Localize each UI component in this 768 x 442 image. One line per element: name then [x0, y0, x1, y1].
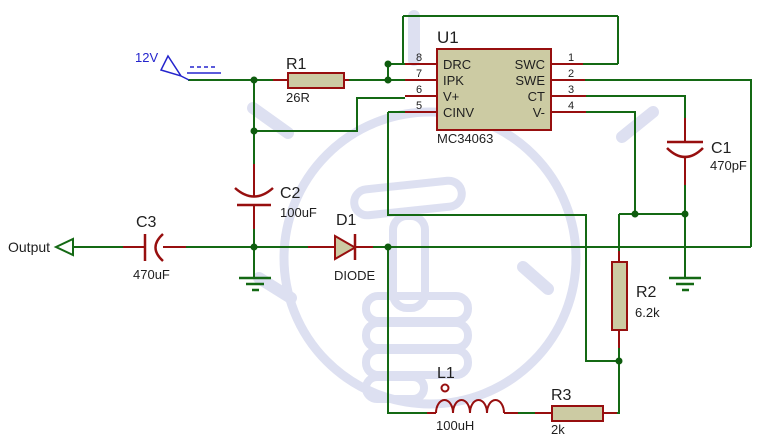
c3-plate-curved[interactable]: [154, 233, 164, 262]
wire-swc-drc-loop[interactable]: [388, 15, 619, 65]
power-terminal-12v[interactable]: 12V: [135, 50, 221, 81]
c2-plate-curved[interactable]: [234, 187, 274, 198]
diode-d1[interactable]: D1 DIODE: [308, 212, 376, 283]
resistor-r3[interactable]: R3 2k: [535, 387, 617, 437]
c1-refdes: C1: [711, 140, 732, 157]
u1-pin7-name: IPK: [443, 73, 464, 88]
resistor-r2[interactable]: R2 6.2k: [611, 251, 660, 348]
u1-part-number: MC34063: [437, 131, 493, 146]
u1-pin6-name: V+: [443, 89, 459, 104]
junction-dot: [631, 210, 639, 218]
wire-swe-route[interactable]: [585, 79, 752, 247]
watermark-ray-left: [253, 272, 297, 304]
ground-symbol-left[interactable]: [239, 276, 271, 292]
capacitor-c3[interactable]: C3 470uF: [123, 214, 186, 282]
ground-left-bars[interactable]: [239, 276, 271, 292]
watermark-ray-upper-left: [247, 102, 294, 139]
r1-value: 26R: [286, 90, 310, 105]
u1-pin2-name: SWE: [515, 73, 545, 88]
l1-value: 100uH: [436, 418, 474, 433]
u1-body[interactable]: [436, 48, 552, 131]
output-arrow-icon[interactable]: [53, 237, 74, 257]
r3-refdes: R3: [551, 387, 572, 404]
resistor-r1[interactable]: R1 26R: [273, 56, 349, 105]
wire-ct-route[interactable]: [586, 95, 686, 118]
r1-refdes: R1: [286, 56, 307, 73]
c2-refdes: C2: [280, 185, 301, 202]
l1-polarity-dot: [440, 383, 450, 393]
r3-value: 2k: [551, 422, 565, 437]
c1-plate-curved[interactable]: [666, 147, 704, 159]
capacitor-c2[interactable]: C2 100uF: [234, 164, 317, 229]
r1-body[interactable]: [287, 72, 345, 89]
u1-pin3-number: 3: [568, 84, 574, 96]
c3-refdes: C3: [136, 214, 157, 231]
u1-pin5-name: CINV: [443, 105, 474, 120]
junction-dot: [250, 243, 258, 251]
junction-dot: [250, 127, 258, 135]
junction-dot: [681, 210, 689, 218]
junction-dot: [384, 243, 392, 251]
u1-pin3-name: CT: [528, 89, 545, 104]
d1-value: DIODE: [334, 268, 376, 283]
junction-dots: [250, 60, 689, 365]
wire-vplus-route[interactable]: [254, 97, 405, 132]
watermark-coil-2: [362, 319, 472, 352]
wire-l1-branch[interactable]: [387, 247, 620, 414]
wire-vminus-route[interactable]: [586, 111, 636, 214]
l1-refdes: L1: [437, 365, 455, 382]
wires: [73, 15, 752, 414]
l1-coils[interactable]: [435, 399, 505, 414]
ic-u1[interactable]: U1 MC34063 8 7 6 5 DRC IPK V+ CINV 1 2 3…: [405, 28, 586, 146]
r3-body[interactable]: [551, 405, 604, 422]
output-label: Output: [8, 239, 50, 255]
output-terminal[interactable]: Output: [8, 237, 74, 257]
u1-pin1-name: SWC: [515, 57, 545, 72]
u1-pin8-name: DRC: [443, 57, 471, 72]
u1-refdes: U1: [437, 28, 459, 47]
u1-right-pin-stubs[interactable]: [551, 63, 586, 113]
watermark-ray-right: [517, 261, 554, 295]
u1-pin2-number: 2: [568, 68, 574, 80]
inductor-l1[interactable]: L1 100uH: [427, 365, 518, 433]
ground-right-bars[interactable]: [669, 276, 701, 292]
watermark-coil-4: [362, 373, 428, 403]
junction-dot: [615, 357, 623, 365]
r2-body[interactable]: [611, 261, 628, 331]
r2-refdes: R2: [636, 284, 657, 301]
watermark-filament-bar: [350, 176, 466, 220]
u1-pin7-number: 7: [416, 68, 422, 80]
r2-value: 6.2k: [635, 305, 660, 320]
d1-triangle[interactable]: [334, 234, 358, 261]
watermark-bulb-circle: [279, 107, 581, 409]
u1-pin4-number: 4: [568, 100, 574, 112]
u1-pin5-number: 5: [416, 100, 422, 112]
u1-pin6-number: 6: [416, 84, 422, 96]
u1-pin4-name: V-: [533, 105, 545, 120]
ground-symbol-right[interactable]: [669, 276, 701, 292]
c2-value: 100uF: [280, 205, 317, 220]
wire-cinv-feedback[interactable]: [387, 111, 619, 362]
c1-value: 470pF: [710, 158, 747, 173]
junction-dot: [250, 76, 258, 84]
capacitor-c1[interactable]: C1 470pF: [666, 118, 747, 185]
watermark-ray-upper-right: [616, 106, 659, 143]
u1-pin1-number: 1: [568, 52, 574, 64]
d1-refdes: D1: [336, 212, 357, 229]
power-flag-icon[interactable]: [159, 54, 190, 81]
power-label: 12V: [135, 50, 158, 65]
junction-dot: [384, 60, 392, 68]
junction-dot: [384, 76, 392, 84]
u1-pin8-number: 8: [416, 52, 422, 64]
c3-value: 470uF: [133, 267, 170, 282]
u1-left-pin-stubs[interactable]: [405, 63, 437, 113]
